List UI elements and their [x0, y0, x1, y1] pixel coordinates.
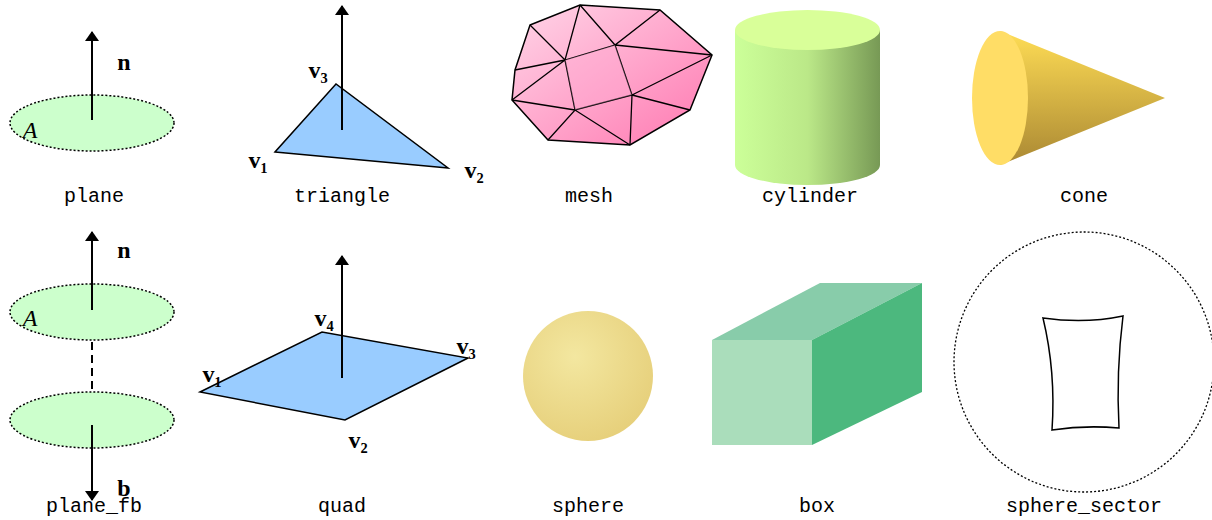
shape-caption: quad	[318, 497, 366, 517]
vector-label: n	[117, 238, 130, 262]
vertex-label: v₁	[248, 148, 267, 172]
shape-caption: plane_fb	[46, 497, 142, 517]
vector-label: n	[117, 50, 130, 74]
shape-caption: sphere	[552, 497, 624, 517]
shape-caption: plane	[64, 187, 124, 207]
shape-caption: cylinder	[762, 187, 858, 207]
vertex-label: v₂	[464, 158, 483, 182]
vertex-label: v₁	[202, 362, 221, 386]
shape-caption: cone	[1060, 187, 1108, 207]
vertex-label: v₃	[456, 334, 475, 358]
vertex-label: v₂	[348, 428, 367, 452]
area-label: A	[23, 118, 38, 142]
vertex-label: v₄	[314, 306, 333, 330]
shape-caption: sphere_sector	[1006, 497, 1162, 517]
shape-caption: mesh	[565, 187, 613, 207]
shape-caption: box	[799, 497, 835, 517]
area-label: A	[23, 306, 38, 330]
vertex-label: v₃	[308, 58, 327, 82]
shape-caption: triangle	[294, 187, 390, 207]
